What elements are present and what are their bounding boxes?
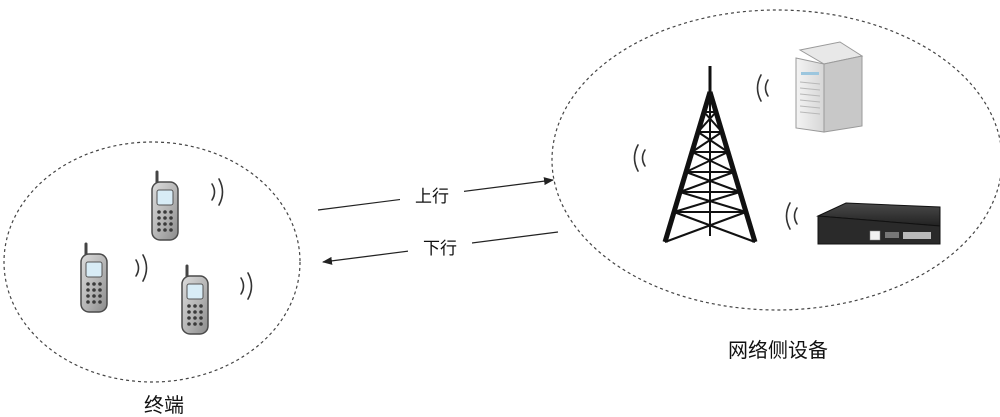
cell-tower-icon: [662, 66, 758, 243]
mobile-phone-icon: [150, 170, 180, 242]
signal-waves-icon: [211, 178, 224, 206]
terminal-group-boundary: [3, 141, 301, 383]
mobile-phone-icon: [180, 264, 210, 336]
terminal-label: 终端: [144, 393, 184, 417]
signal-waves-icon: [633, 144, 646, 172]
signal-waves-icon: [785, 202, 798, 230]
server-icon: [795, 41, 864, 133]
network-device-icon: [816, 202, 941, 245]
signal-waves-icon: [240, 272, 253, 300]
mobile-phone-icon: [79, 242, 109, 314]
network-group-boundary: [551, 9, 1000, 311]
network-side-label: 网络侧设备: [728, 338, 828, 362]
uplink-label: 上行: [415, 187, 449, 207]
signal-waves-icon: [756, 74, 769, 102]
signal-waves-icon: [135, 254, 148, 282]
downlink-label: 下行: [423, 239, 457, 259]
